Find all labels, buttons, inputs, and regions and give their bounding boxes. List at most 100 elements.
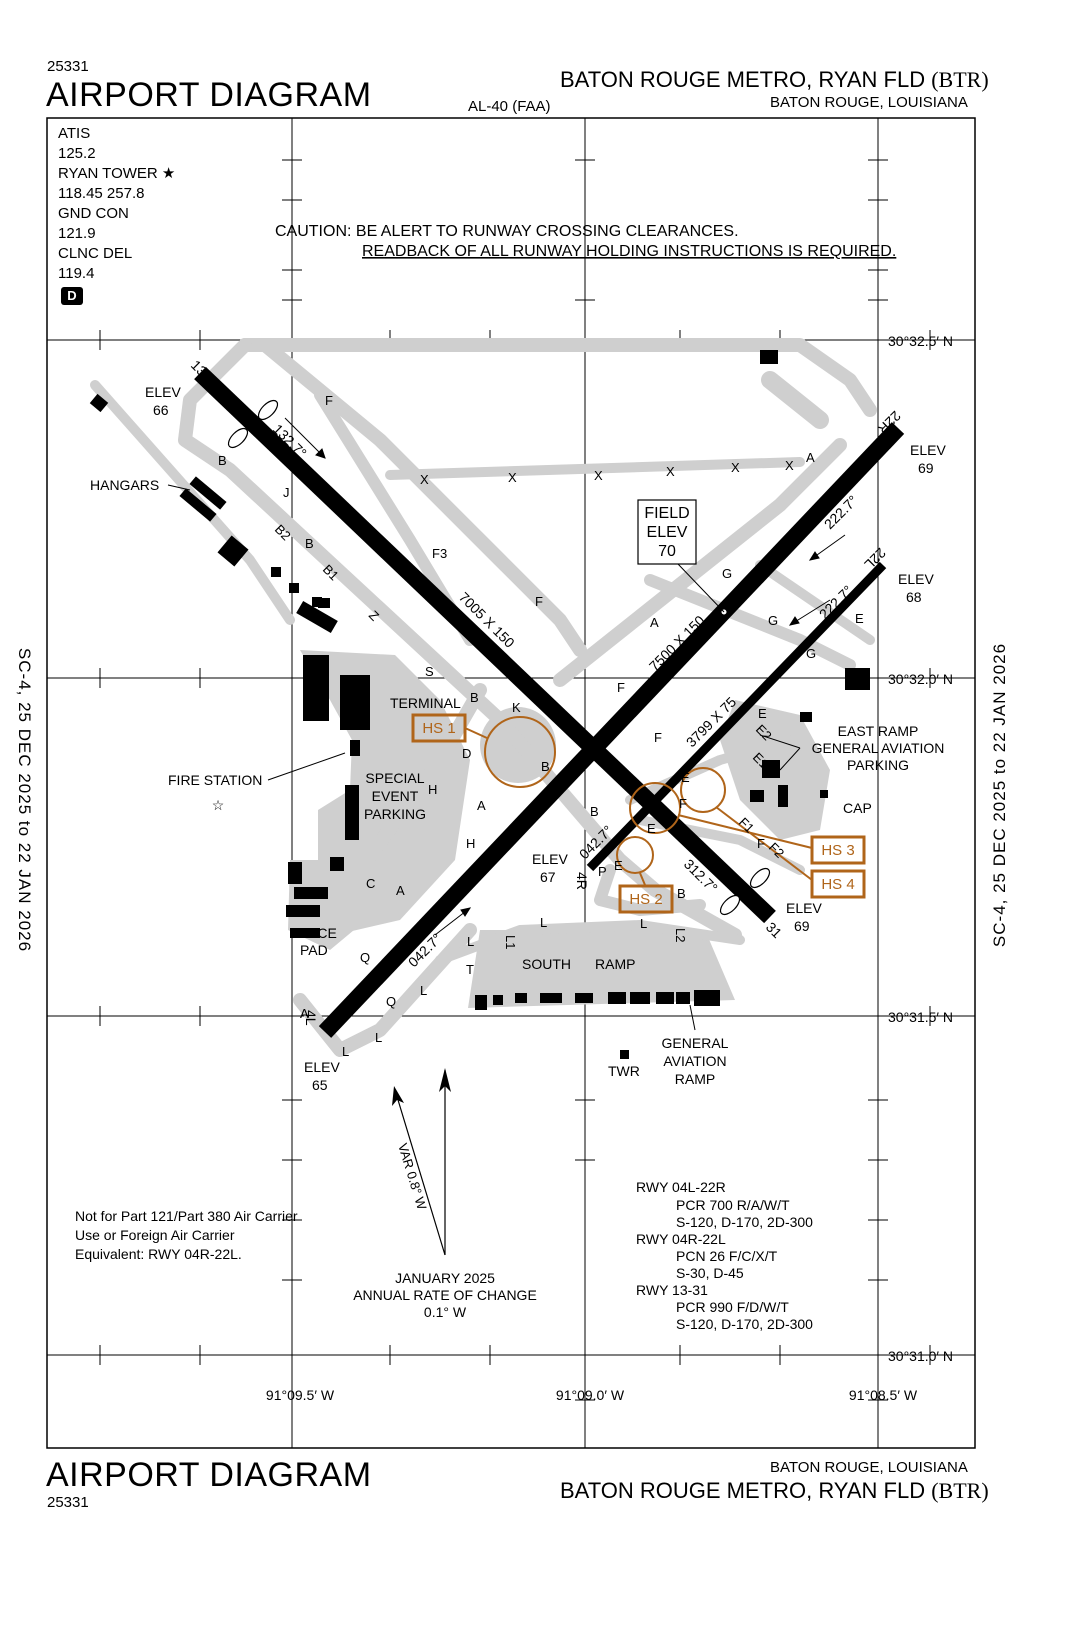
map-label: A	[300, 1006, 309, 1021]
ga-parking-line1: GENERAL AVIATION	[812, 740, 945, 756]
hs3-circle	[629, 782, 681, 834]
airport-name-bottom: BATON ROUGE METRO, RYAN FLD (BTR)	[560, 1478, 989, 1503]
field-elev-box	[637, 499, 697, 565]
elev-66: 66	[153, 402, 169, 418]
hs4-label: HS 4	[821, 876, 854, 893]
chart-title-bottom: AIRPORT DIAGRAM	[46, 1456, 372, 1494]
map-label: E	[614, 858, 623, 873]
clearance-label: CLNC DEL	[58, 245, 133, 262]
map-label: PCR 990 F/D/W/T	[676, 1299, 789, 1315]
elev-68: 68	[906, 589, 922, 605]
special-event-2: EVENT	[372, 788, 419, 804]
map-label: F1	[736, 815, 757, 836]
procedure-id: AL-40 (FAA)	[468, 98, 551, 115]
ground-freq: 121.9	[58, 225, 96, 242]
elev-66-word: ELEV	[145, 384, 181, 400]
variation-label: VAR 0.8° W	[395, 1141, 430, 1212]
elev-69b-word: ELEV	[786, 900, 822, 916]
lat-label-4: 30°31.0′ N	[888, 1348, 953, 1364]
frequency-list: ATIS 125.2 RYAN TOWER ★ 118.45 257.8 GND…	[58, 124, 175, 284]
hs3-box	[810, 835, 866, 865]
map-label: PCR 700 R/A/W/T	[676, 1197, 790, 1213]
elev-69b: 69	[794, 918, 810, 934]
hs4-box	[810, 869, 866, 899]
map-label: F	[654, 730, 662, 745]
runway-data-table: RWY 04L-22R PCR 700 R/A/W/T S-120, D-170…	[636, 1179, 813, 1332]
taxiway-g	[644, 574, 856, 671]
map-label: X	[666, 464, 675, 479]
northeast-building	[760, 350, 778, 364]
deice-line2: PAD	[300, 942, 328, 958]
city-top: BATON ROUGE, LOUISIANA	[770, 94, 968, 111]
map-label: L2	[673, 928, 688, 942]
twr-label: TWR	[608, 1063, 640, 1079]
atis-freq: 125.2	[58, 145, 96, 162]
elev-67: 67	[540, 869, 556, 885]
map-label: L	[342, 1044, 349, 1059]
tower-freq: 118.45 257.8	[58, 185, 145, 202]
map-label: L	[540, 915, 547, 930]
lon-label-2: 91°09.0′ W	[556, 1387, 625, 1403]
map-label: X	[731, 460, 740, 475]
magnetic-north-arrow-icon	[392, 1086, 404, 1106]
map-label: Q	[360, 950, 370, 965]
map-label: H	[428, 782, 437, 797]
atis-label: ATIS	[58, 125, 91, 142]
taxiway-hangar-lane	[90, 380, 295, 625]
chart-number-top: 25331	[47, 58, 89, 75]
map-label: B	[305, 536, 314, 551]
south-ramp-word1: SOUTH	[522, 956, 571, 972]
south-ramp	[468, 930, 735, 1008]
map-label: G	[768, 613, 778, 628]
clearance-freq: 119.4	[58, 265, 95, 282]
map-label: H	[466, 836, 475, 851]
map-label: S-30, D-45	[676, 1265, 744, 1281]
graticule-ticks	[99, 159, 931, 1401]
map-label: X	[508, 470, 517, 485]
map-label: F	[617, 680, 625, 695]
runway-13-31	[194, 366, 776, 924]
taxiway-e1	[625, 735, 795, 805]
map-label: RWY 04R-22L	[636, 1231, 726, 1247]
runway-04r-22l	[586, 561, 887, 872]
lat-label-3: 30°31.5′ N	[888, 1009, 953, 1025]
field-elev-line1: FIELD	[644, 505, 689, 522]
rwy-4l-label: 4L	[303, 1010, 319, 1026]
chart-title-top: AIRPORT DIAGRAM	[46, 76, 372, 114]
lon-label-1: 91°09.5′ W	[266, 1387, 335, 1403]
map-label: Q	[386, 994, 396, 1009]
map-label: S-120, D-170, 2D-300	[676, 1214, 813, 1230]
map-label: S	[425, 664, 434, 679]
rwy-31-label: 31	[763, 919, 785, 941]
ga-ramp-line3: RAMP	[675, 1071, 715, 1087]
lon-label-3: 91°08.5′ W	[849, 1387, 918, 1403]
diagram-frame	[46, 117, 976, 1449]
hs2-label: HS 2	[629, 891, 662, 908]
map-label: T	[466, 962, 474, 977]
east-ramp-label: EAST RAMP	[838, 723, 919, 739]
hangar-nw	[89, 393, 109, 413]
map-label: D	[462, 746, 471, 761]
elev-65: 65	[312, 1077, 328, 1093]
special-event-1: SPECIAL	[365, 770, 424, 786]
note-line2: Use or Foreign Air Carrier	[75, 1227, 235, 1243]
map-label: A	[806, 450, 815, 465]
map-label: A	[477, 798, 486, 813]
map-label: F	[679, 796, 687, 811]
ga-parking-line2: PARKING	[847, 757, 909, 773]
south-ramp-word2: RAMP	[595, 956, 635, 972]
terminal-concourse	[340, 675, 370, 730]
east-building	[845, 668, 870, 690]
map-label: K	[512, 700, 521, 715]
map-label: S-120, D-170, 2D-300	[676, 1316, 813, 1332]
taxiway-e-east	[755, 560, 875, 645]
map-label: P	[598, 864, 607, 879]
map-label: J	[283, 485, 290, 500]
taxiway-nw-apron	[761, 371, 829, 429]
map-label: X	[594, 468, 603, 483]
field-elev-line3: 70	[658, 543, 676, 560]
runways	[194, 366, 905, 1038]
map-label: F	[757, 836, 765, 851]
tower-building	[620, 1050, 629, 1059]
cap-label: CAP	[843, 800, 872, 816]
